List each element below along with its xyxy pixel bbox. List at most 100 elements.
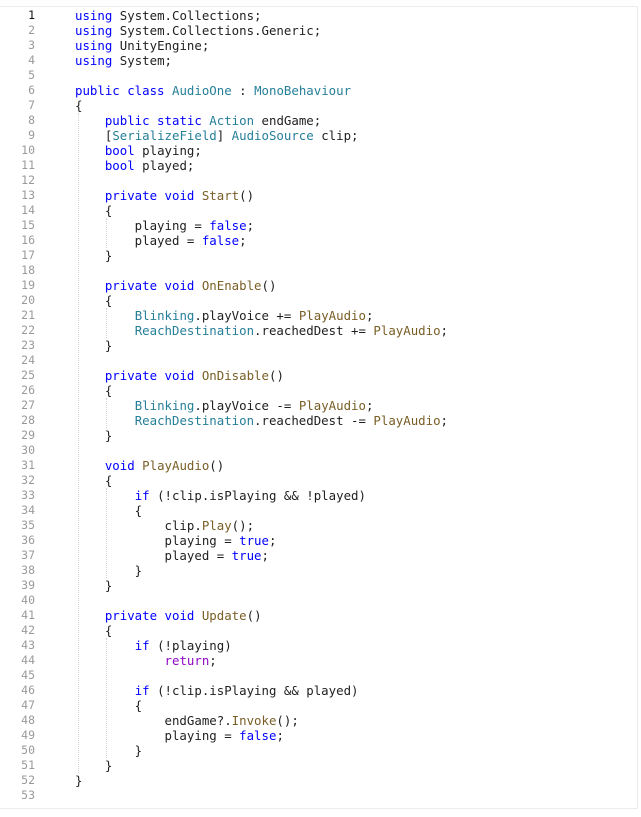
code-token: using — [75, 8, 113, 23]
code-line: 36 playing = true; — [0, 533, 630, 548]
line-number: 19 — [21, 278, 35, 292]
code-token: } — [75, 428, 113, 443]
code-token: ; — [239, 233, 247, 248]
code-token: false — [201, 233, 240, 248]
code-text: using System; — [75, 53, 172, 68]
code-token — [75, 458, 105, 473]
code-token — [75, 638, 135, 653]
code-token: System.Collections.Generic; — [112, 23, 322, 38]
code-token: (!playing) — [149, 638, 232, 653]
code-token — [75, 488, 135, 503]
code-line: 24 — [0, 353, 630, 368]
code-token: ReachDestination — [134, 413, 255, 428]
code-line: 17 } — [0, 248, 630, 263]
code-text: if (!playing) — [75, 638, 232, 653]
code-token: : — [231, 83, 255, 98]
line-number: 16 — [21, 233, 35, 247]
code-token: UnityEngine; — [112, 38, 210, 53]
code-token: Invoke — [231, 713, 277, 728]
code-line: 30 — [0, 443, 630, 458]
code-token: { — [75, 383, 113, 398]
code-token: { — [75, 293, 113, 308]
code-token: [ — [75, 128, 113, 143]
line-number: 23 — [21, 338, 35, 352]
code-token: private void — [104, 608, 195, 623]
code-token: true — [231, 548, 262, 563]
code-line: 41 private void Update() — [0, 608, 630, 623]
line-number: 44 — [21, 653, 35, 667]
code-token: () — [246, 608, 262, 623]
code-token: if — [134, 638, 150, 653]
code-text: public static Action endGame; — [75, 113, 321, 128]
code-token: } — [75, 338, 113, 353]
code-token — [194, 608, 201, 623]
code-token: bool — [104, 158, 135, 173]
line-number: 21 — [21, 308, 35, 322]
code-token: } — [75, 563, 143, 578]
code-text: return; — [75, 653, 217, 668]
code-text: } — [75, 773, 82, 788]
code-token: .reachedDest -= — [254, 413, 374, 428]
line-number: 5 — [28, 68, 35, 82]
code-token: played = — [75, 233, 202, 248]
code-token: ; — [365, 398, 374, 413]
code-line: 42 { — [0, 623, 630, 638]
code-line: 5 — [0, 68, 630, 83]
code-token: played = — [75, 548, 232, 563]
code-text: clip.Play(); — [75, 518, 255, 533]
code-token: Action — [209, 113, 255, 128]
code-line: 34 { — [0, 503, 630, 518]
line-number: 42 — [21, 623, 35, 637]
code-token: System.Collections; — [112, 8, 262, 23]
code-token: () — [268, 368, 284, 383]
code-token: void — [104, 458, 135, 473]
line-number: 18 — [21, 263, 35, 277]
code-token — [75, 653, 165, 668]
code-line: 6 public class AudioOne : MonoBehaviour — [0, 83, 630, 98]
line-number: 12 — [21, 173, 35, 187]
code-line: 23 } — [0, 338, 630, 353]
code-token — [75, 683, 135, 698]
code-line: 49 playing = false; — [0, 728, 630, 743]
line-number: 22 — [21, 323, 35, 337]
code-text: } — [75, 563, 142, 578]
code-text: Blinking.playVoice += PlayAudio; — [75, 308, 374, 323]
code-line: 45 — [0, 668, 630, 683]
code-token: ReachDestination — [134, 323, 255, 338]
line-number: 10 — [21, 143, 35, 157]
code-line: 46 if (!clip.isPlaying && played) — [0, 683, 630, 698]
code-token: if — [134, 683, 150, 698]
indent-guide — [78, 113, 79, 773]
line-number: 40 — [21, 593, 35, 607]
code-token: using — [75, 53, 113, 68]
code-token: private void — [104, 278, 195, 293]
code-token — [75, 413, 135, 428]
code-line: 38 } — [0, 563, 630, 578]
code-token: OnDisable — [201, 368, 269, 383]
code-text: ReachDestination.reachedDest -= PlayAudi… — [75, 413, 448, 428]
code-token: { — [75, 698, 143, 713]
line-number: 6 — [28, 83, 35, 97]
code-token: Play — [201, 518, 232, 533]
code-text: void PlayAudio() — [75, 458, 224, 473]
code-token: Blinking — [134, 398, 195, 413]
code-line: 37 played = true; — [0, 548, 630, 563]
code-line: 21 Blinking.playVoice += PlayAudio; — [0, 308, 630, 323]
code-token: if — [134, 488, 150, 503]
code-text: public class AudioOne : MonoBehaviour — [75, 83, 351, 98]
code-token: clip; — [313, 128, 359, 143]
code-text: private void OnDisable() — [75, 368, 284, 383]
code-token: ; — [246, 218, 255, 233]
code-token: PlayAudio — [298, 398, 366, 413]
line-number: 53 — [21, 788, 35, 802]
code-text: bool played; — [75, 158, 195, 173]
code-text: } — [75, 338, 112, 353]
line-number: 37 — [21, 548, 35, 562]
code-token: (!clip.isPlaying && !played) — [149, 488, 366, 503]
code-token: true — [239, 533, 269, 548]
code-line: 15 playing = false; — [0, 218, 630, 233]
code-text: private void OnEnable() — [75, 278, 277, 293]
